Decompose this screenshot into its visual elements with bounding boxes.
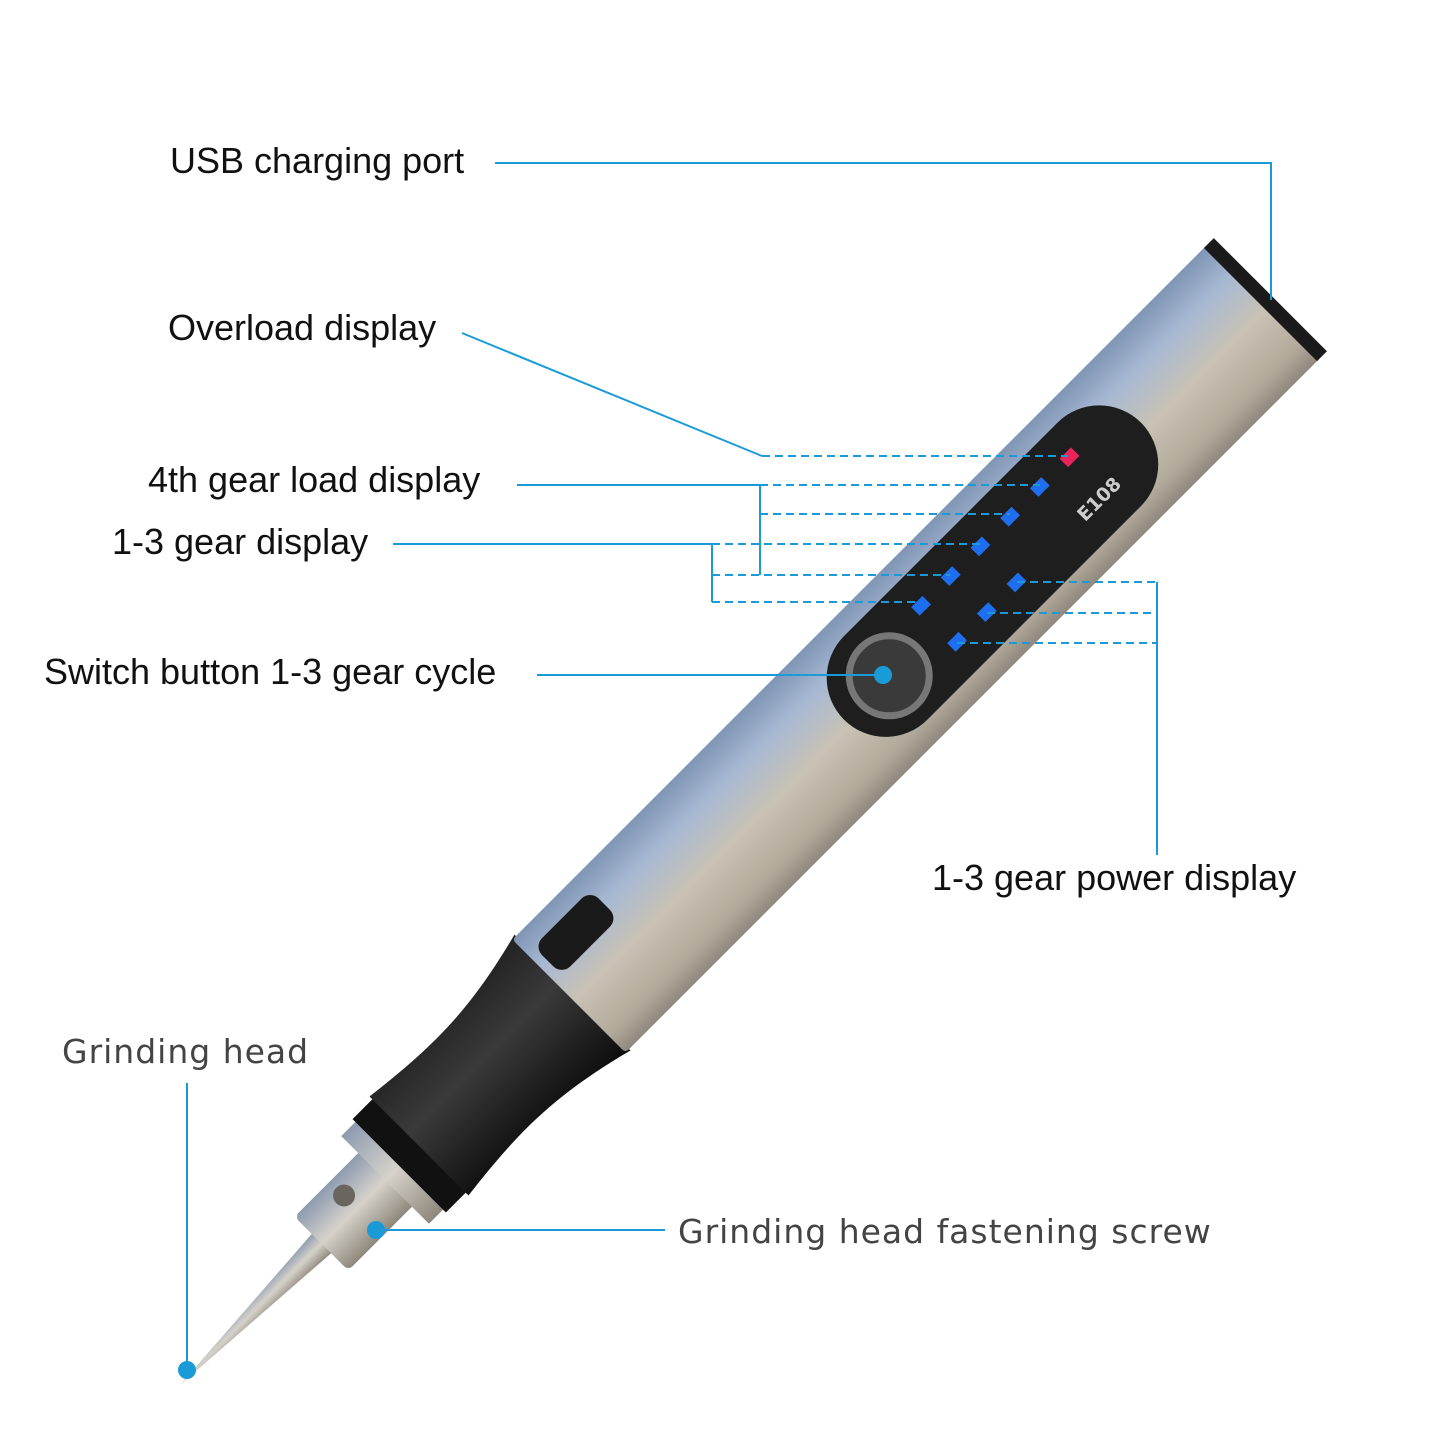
gear-leds xyxy=(911,447,1080,652)
screw-dot xyxy=(367,1221,385,1239)
label-gear4: 4th gear load display xyxy=(148,459,480,500)
head-dot xyxy=(178,1361,196,1379)
leader-usb xyxy=(495,162,1272,300)
led-power xyxy=(1006,572,1027,593)
grip-window xyxy=(538,894,614,970)
led-power xyxy=(947,631,968,652)
switch-dot xyxy=(874,666,892,684)
led-gear4 xyxy=(1029,477,1050,497)
label-overload: Overload display xyxy=(168,307,436,348)
led-overload xyxy=(1059,447,1080,468)
black-ring xyxy=(352,1097,468,1213)
collar-ring xyxy=(341,1120,445,1224)
leader-gear13 xyxy=(393,543,713,602)
leader-overload xyxy=(461,332,763,457)
label-gear13: 1-3 gear display xyxy=(112,521,368,562)
led-gear xyxy=(970,536,991,557)
grip xyxy=(369,934,631,1196)
screw-hole xyxy=(333,1184,356,1207)
led-gear xyxy=(911,595,931,616)
leader-gear4 xyxy=(517,484,761,575)
led-gear xyxy=(940,566,961,586)
grinding-bit xyxy=(180,1230,335,1385)
led-power xyxy=(976,602,997,623)
label-switch: Switch button 1-3 gear cycle xyxy=(44,651,496,692)
label-usb-port: USB charging port xyxy=(170,140,464,181)
led-gear xyxy=(1000,506,1021,527)
end-cap xyxy=(1203,238,1327,362)
rotary-pen-tool: E108 xyxy=(180,238,1327,1385)
label-fastening-screw: Grinding head fastening screw xyxy=(678,1212,1212,1251)
collet xyxy=(297,1152,413,1268)
label-grinding-head: Grinding head xyxy=(62,1032,309,1071)
label-power: 1-3 gear power display xyxy=(932,857,1296,898)
